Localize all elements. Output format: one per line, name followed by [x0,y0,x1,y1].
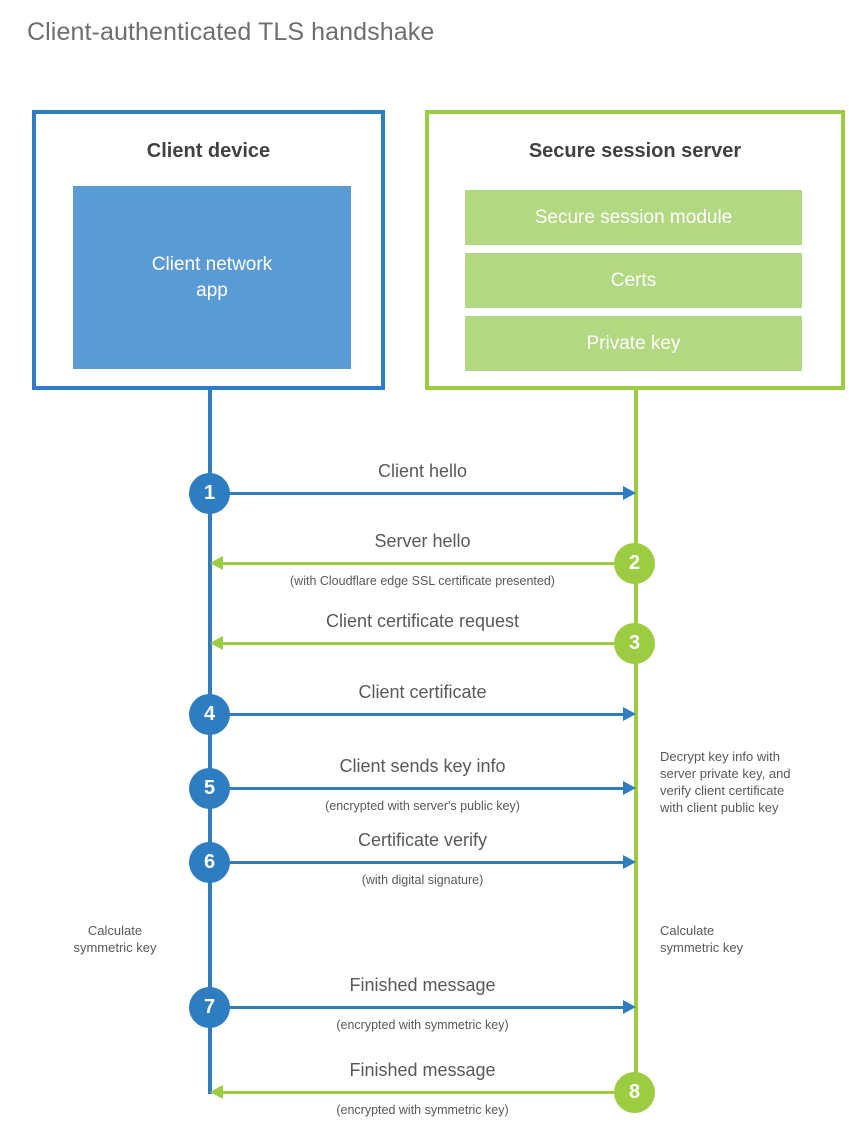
arrow-shaft-step-1 [210,492,623,495]
secure-session-server-title: Secure session server [528,140,742,162]
server-decrypt-annotation-line-2: server private key, and [660,766,791,781]
client-lifeline [208,390,212,1094]
step-number-badge-3[interactable]: 3 [614,622,655,664]
arrow-shaft-step-4 [210,713,623,716]
step-number-badge-8[interactable]: 8 [614,1071,655,1113]
arrow-head-step-7 [623,1000,636,1014]
client-calculate-symmetric-key-annotation: Calculate symmetric key [40,922,190,956]
step-label-2: Server hello [374,531,471,551]
arrow-head-step-4 [623,707,636,721]
server-lifeline [634,390,638,1092]
server-decrypt-annotation-line-1: Decrypt key info with [660,749,780,764]
step-label-4: Client certificate [358,682,487,702]
arrow-shaft-step-3 [223,642,636,645]
step-number-badge-7[interactable]: 7 [189,986,230,1028]
client-device-box: Client device Client network app [32,110,385,390]
step-sublabel-8: (encrypted with symmetric key) [336,1103,509,1117]
server-decrypt-annotation-line-4: with client public key [660,800,779,815]
client-app-label-line-2: app [196,279,228,301]
server-decrypt-annotation: Decrypt key info with server private key… [660,748,845,816]
step-label-5: Client sends key info [339,756,506,776]
arrow-head-step-6 [623,855,636,869]
step-number-badge-2[interactable]: 2 [614,542,655,584]
step-label-3: Client certificate request [325,611,520,631]
client-calc-annotation-line-1: Calculate [87,923,143,938]
step-label-6: Certificate verify [357,830,488,850]
step-label-7: Finished message [349,975,496,995]
step-number-badge-1[interactable]: 1 [189,472,230,514]
page-title: Client-authenticated TLS handshake [27,18,435,46]
server-calc-annotation-line-1: Calculate [660,923,715,938]
step-sublabel-7: (encrypted with symmetric key) [336,1018,509,1032]
arrow-head-step-2 [210,556,223,570]
arrow-shaft-step-6 [210,861,623,864]
secure-session-server-box: Secure session server Secure session mod… [425,110,845,390]
arrow-shaft-step-2 [223,562,636,565]
step-number-badge-4[interactable]: 4 [189,693,230,735]
step-sublabel-2: (with Cloudflare edge SSL certificate pr… [290,574,555,588]
arrow-head-step-3 [210,636,223,650]
server-calc-annotation-line-2: symmetric key [660,940,744,955]
arrow-shaft-step-5 [210,787,623,790]
arrow-head-step-1 [623,486,636,500]
client-device-title: Client device [146,140,271,162]
server-module-secure-session-module: Secure session module [465,190,802,245]
client-app-label-line-1: Client network [151,253,273,275]
server-module-private-key: Private key [465,316,802,371]
arrow-shaft-step-8 [223,1091,636,1094]
arrow-head-step-8 [210,1085,223,1099]
step-label-1: Client hello [377,461,468,481]
server-calculate-symmetric-key-annotation: Calculate symmetric key [660,922,820,956]
step-sublabel-5: (encrypted with server's public key) [325,799,520,813]
step-label-8: Finished message [349,1060,496,1080]
server-decrypt-annotation-line-3: verify client certificate [660,783,785,798]
step-number-badge-5[interactable]: 5 [189,767,230,809]
step-sublabel-6: (with digital signature) [361,873,484,887]
client-network-app-block: Client network app [73,186,351,369]
arrow-shaft-step-7 [210,1006,623,1009]
arrow-head-step-5 [623,781,636,795]
server-module-certs: Certs [465,253,802,308]
step-number-badge-6[interactable]: 6 [189,841,230,883]
client-calc-annotation-line-2: symmetric key [73,940,157,955]
